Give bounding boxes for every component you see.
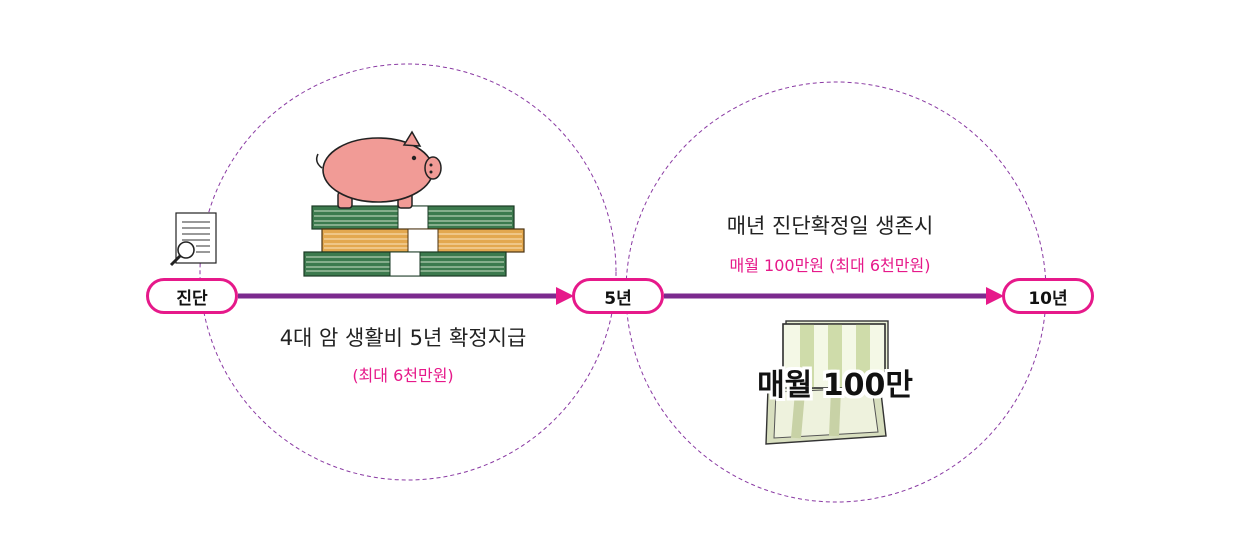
- node-year-5-label: 5년: [604, 288, 632, 309]
- node-year-10-label: 10년: [1028, 288, 1068, 309]
- node-diagnosis: 진단: [146, 278, 238, 314]
- node-year-10: 10년: [1002, 278, 1094, 314]
- node-diagnosis-label: 진단: [176, 288, 208, 309]
- phase2-title: 매년 진단확정일 생존시: [726, 214, 934, 238]
- bankbook-icon: [765, 320, 889, 445]
- piggy-bank-icon: [315, 130, 442, 209]
- phase2-note: 매월 100만원 (최대 6천만원): [729, 256, 931, 275]
- phase1-note: (최대 6천만원): [352, 366, 454, 385]
- money-stack-icon: [303, 205, 525, 277]
- monthly-amount-highlight: 매월 100만: [757, 368, 913, 403]
- arrow-head-2: [986, 287, 1004, 305]
- node-year-5: 5년: [572, 278, 664, 314]
- document-magnifier-icon: [169, 212, 217, 267]
- phase1-title: 4대 암 생활비 5년 확정지급: [279, 326, 527, 350]
- arrow-head-1: [556, 287, 574, 305]
- phase1-dashed-circle: [199, 63, 617, 481]
